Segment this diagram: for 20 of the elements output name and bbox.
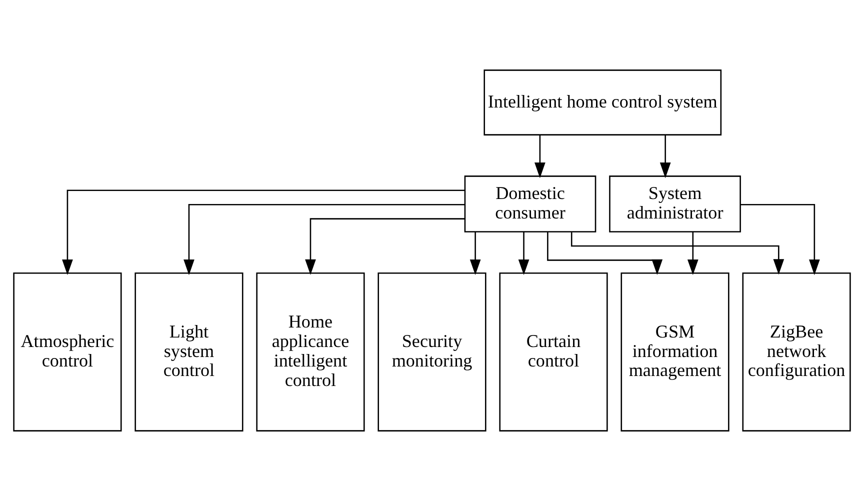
arrow bbox=[740, 204, 820, 276]
node-box: ZigBee network configuration bbox=[742, 272, 851, 432]
arrow bbox=[62, 190, 465, 276]
arrow bbox=[687, 232, 698, 275]
arrow bbox=[660, 135, 671, 178]
arrow bbox=[184, 204, 465, 276]
arrow bbox=[547, 232, 663, 275]
node-box: Curtain control bbox=[499, 272, 608, 432]
node-box: Home applicance intelligent control bbox=[256, 272, 365, 432]
node-box: Atmospheric control bbox=[13, 272, 122, 432]
arrow bbox=[534, 135, 546, 178]
node-box: System administrator bbox=[609, 176, 741, 232]
node-box: Domestic consumer bbox=[464, 176, 596, 232]
node-box: GSM information management bbox=[620, 272, 730, 432]
arrow bbox=[470, 232, 481, 275]
node-box: Security monitoring bbox=[378, 272, 486, 432]
node-box: Intelligent home control system bbox=[484, 70, 722, 136]
arrow bbox=[305, 218, 465, 275]
node-box: Light system control bbox=[134, 272, 244, 432]
arrow bbox=[518, 232, 530, 275]
